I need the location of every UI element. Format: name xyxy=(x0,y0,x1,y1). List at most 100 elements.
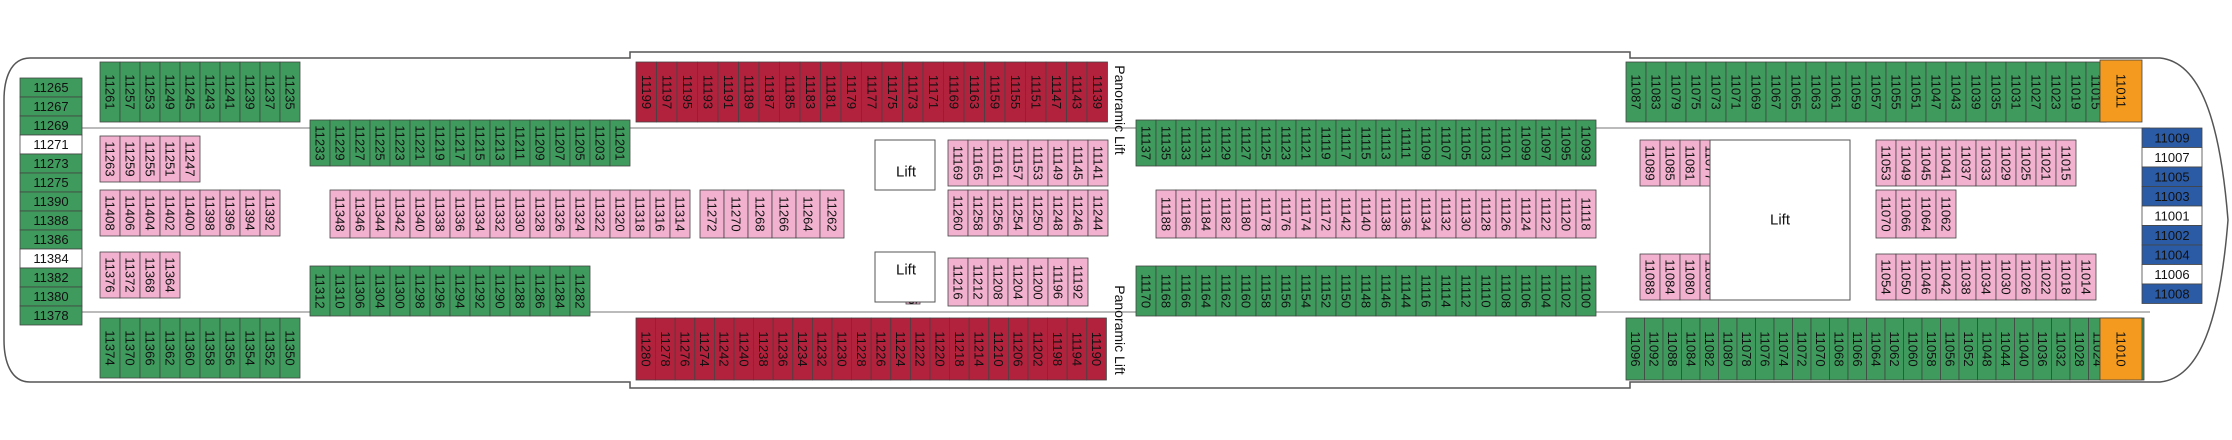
cabin-11166[interactable]: 11166 xyxy=(1175,265,1197,317)
cabin-11256[interactable]: 11256 xyxy=(987,189,1009,237)
cabin-11257[interactable]: 11257 xyxy=(119,61,141,123)
cabin-11106[interactable]: 11106 xyxy=(1515,265,1537,317)
cabin-11195[interactable]: 11195 xyxy=(676,61,698,123)
cabin-11011[interactable]: 11011 xyxy=(2099,59,2143,123)
cabin-11062[interactable]: 11062 xyxy=(1935,189,1957,239)
cabin-11105[interactable]: 11105 xyxy=(1455,119,1477,167)
cabin-11226[interactable]: 11226 xyxy=(870,317,892,381)
cabin-11135[interactable]: 11135 xyxy=(1155,119,1177,167)
cabin-11158[interactable]: 11158 xyxy=(1255,265,1277,317)
cabin-11162[interactable]: 11162 xyxy=(1215,265,1237,317)
cabin-11093[interactable]: 11093 xyxy=(1575,119,1597,167)
cabin-11104[interactable]: 11104 xyxy=(1535,265,1557,317)
cabin-11174[interactable]: 11174 xyxy=(1295,189,1317,239)
cabin-11260[interactable]: 11260 xyxy=(947,189,969,237)
cabin-11141[interactable]: 11141 xyxy=(1087,139,1109,187)
cabin-11334[interactable]: 11334 xyxy=(469,189,491,239)
cabin-11376[interactable]: 11376 xyxy=(99,251,121,299)
cabin-11171[interactable]: 11171 xyxy=(922,61,944,123)
cabin-11232[interactable]: 11232 xyxy=(812,317,833,381)
cabin-11354[interactable]: 11354 xyxy=(239,317,261,379)
cabin-11332[interactable]: 11332 xyxy=(489,189,511,239)
cabin-11099[interactable]: 11099 xyxy=(1515,119,1537,167)
cabin-11033[interactable]: 11033 xyxy=(1975,139,1997,187)
cabin-11038[interactable]: 11038 xyxy=(1955,253,1977,301)
cabin-11273[interactable]: 11273 xyxy=(19,153,83,174)
cabin-11218[interactable]: 11218 xyxy=(949,317,970,381)
cabin-11241[interactable]: 11241 xyxy=(219,61,241,123)
cabin-11204[interactable]: 11204 xyxy=(1007,257,1029,307)
cabin-11298[interactable]: 11298 xyxy=(409,265,431,317)
cabin-11402[interactable]: 11402 xyxy=(159,189,181,237)
cabin-11107[interactable]: 11107 xyxy=(1435,119,1457,167)
cabin-11014[interactable]: 11014 xyxy=(2075,253,2097,301)
cabin-11143[interactable]: 11143 xyxy=(1066,61,1088,123)
cabin-11065[interactable]: 11065 xyxy=(1785,61,1807,123)
cabin-11258[interactable]: 11258 xyxy=(967,189,989,237)
cabin-11342[interactable]: 11342 xyxy=(389,189,411,239)
cabin-11092[interactable]: 11092 xyxy=(1644,317,1664,381)
cabin-11250[interactable]: 11250 xyxy=(1027,189,1049,237)
cabin-11364[interactable]: 11364 xyxy=(159,251,181,299)
cabin-11186[interactable]: 11186 xyxy=(1175,189,1197,239)
cabin-11102[interactable]: 11102 xyxy=(1555,265,1577,317)
cabin-11134[interactable]: 11134 xyxy=(1415,189,1437,239)
cabin-11251[interactable]: 11251 xyxy=(159,135,181,183)
cabin-11234[interactable]: 11234 xyxy=(792,317,813,381)
cabin-11052[interactable]: 11052 xyxy=(1958,317,1978,381)
cabin-11035[interactable]: 11035 xyxy=(1985,61,2007,123)
cabin-11396[interactable]: 11396 xyxy=(219,189,241,237)
cabin-11124[interactable]: 11124 xyxy=(1515,189,1537,239)
cabin-11400[interactable]: 11400 xyxy=(179,189,201,237)
cabin-11202[interactable]: 11202 xyxy=(1027,317,1049,381)
cabin-11046[interactable]: 11046 xyxy=(1915,253,1937,301)
cabin-11116[interactable]: 11116 xyxy=(1415,265,1437,317)
cabin-11064[interactable]: 11064 xyxy=(1915,189,1937,239)
cabin-11085[interactable]: 11085 xyxy=(1659,139,1681,187)
cabin-11386[interactable]: 11386 xyxy=(19,229,83,250)
cabin-11168[interactable]: 11168 xyxy=(1155,265,1177,317)
cabin-11270[interactable]: 11270 xyxy=(723,189,749,239)
cabin-11132[interactable]: 11132 xyxy=(1435,189,1457,239)
cabin-11069[interactable]: 11069 xyxy=(1745,61,1767,123)
cabin-11240[interactable]: 11240 xyxy=(733,317,755,381)
cabin-11225[interactable]: 11225 xyxy=(369,119,391,167)
cabin-11372[interactable]: 11372 xyxy=(119,251,141,299)
cabin-11276[interactable]: 11276 xyxy=(674,317,696,381)
cabin-11306[interactable]: 11306 xyxy=(349,265,371,317)
cabin-11392[interactable]: 11392 xyxy=(259,189,281,237)
cabin-11233[interactable]: 11233 xyxy=(309,119,331,167)
cabin-11356[interactable]: 11356 xyxy=(219,317,241,379)
cabin-11207[interactable]: 11207 xyxy=(549,119,571,167)
cabin-11055[interactable]: 11055 xyxy=(1885,61,1907,123)
cabin-11097[interactable]: 11097 xyxy=(1535,119,1557,167)
cabin-11340[interactable]: 11340 xyxy=(409,189,431,239)
cabin-11368[interactable]: 11368 xyxy=(139,251,161,299)
cabin-11350[interactable]: 11350 xyxy=(279,317,301,379)
cabin-11083[interactable]: 11083 xyxy=(1645,61,1667,123)
cabin-11126[interactable]: 11126 xyxy=(1495,189,1517,239)
cabin-11010[interactable]: 11010 xyxy=(2099,317,2143,381)
cabin-11200[interactable]: 11200 xyxy=(1027,257,1049,307)
cabin-11064[interactable]: 11064 xyxy=(1866,317,1886,381)
cabin-11076[interactable]: 11076 xyxy=(1755,317,1775,381)
cabin-11056[interactable]: 11056 xyxy=(1940,317,1960,381)
cabin-11050[interactable]: 11050 xyxy=(1895,253,1917,301)
cabin-11149[interactable]: 11149 xyxy=(1047,139,1069,187)
cabin-11051[interactable]: 11051 xyxy=(1905,61,1927,123)
cabin-11191[interactable]: 11191 xyxy=(717,61,739,123)
cabin-11018[interactable]: 11018 xyxy=(2055,253,2077,301)
cabin-11253[interactable]: 11253 xyxy=(139,61,161,123)
cabin-11338[interactable]: 11338 xyxy=(429,189,451,239)
cabin-11228[interactable]: 11228 xyxy=(851,317,872,381)
cabin-11146[interactable]: 11146 xyxy=(1375,265,1397,317)
cabin-11034[interactable]: 11034 xyxy=(1975,253,1997,301)
cabin-11112[interactable]: 11112 xyxy=(1455,265,1477,317)
cabin-11180[interactable]: 11180 xyxy=(1235,189,1257,239)
cabin-11084[interactable]: 11084 xyxy=(1681,317,1701,381)
cabin-11059[interactable]: 11059 xyxy=(1845,61,1867,123)
cabin-11245[interactable]: 11245 xyxy=(179,61,201,123)
cabin-11095[interactable]: 11095 xyxy=(1555,119,1577,167)
cabin-11406[interactable]: 11406 xyxy=(119,189,141,237)
cabin-11246[interactable]: 11246 xyxy=(1067,189,1089,237)
